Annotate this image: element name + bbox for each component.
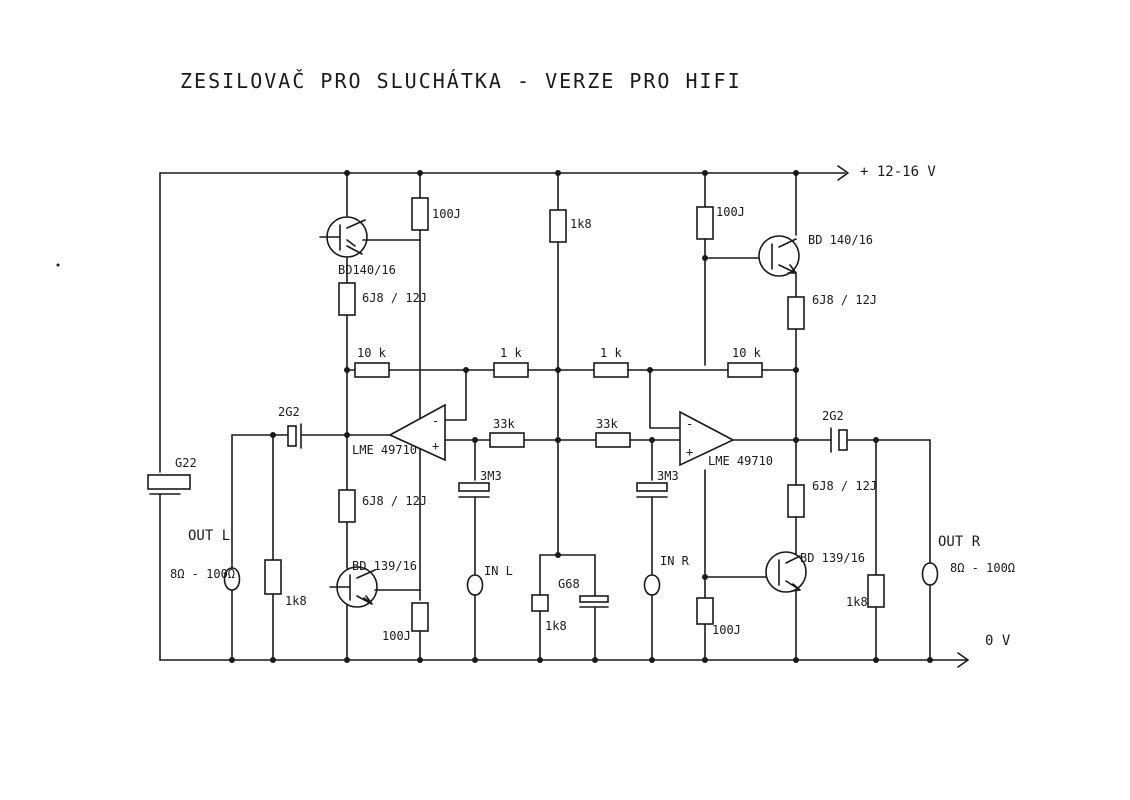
right-opamp-minus: - — [686, 417, 693, 431]
right-output-label: OUT R — [938, 534, 981, 550]
right-bias-capacitor — [636, 482, 668, 492]
supply-rail: + 12-16 V — [159, 164, 936, 181]
center-divider-label: 1k8 — [570, 217, 592, 231]
left-top-emitter-resistor — [338, 282, 356, 316]
left-feedback-resistor — [354, 362, 390, 378]
center-divider-resistor — [549, 209, 567, 243]
left-top-emitter-label: 6J8 / 12J — [362, 291, 427, 305]
right-bottom-transistor-label: BD 139/16 — [800, 551, 865, 565]
left-top-collector-label: 100J — [432, 207, 461, 221]
right-bottom-transistor — [765, 551, 807, 593]
right-top-transistor — [758, 235, 800, 277]
left-input-resistor — [493, 362, 529, 378]
center-capacitor — [579, 595, 609, 603]
left-bias-resistor — [489, 432, 525, 448]
left-bias-capacitor-label: 3M3 — [480, 469, 502, 483]
right-output-column: BD 140/16 6J8 / 12J 6J8 / 12J BD 139/16 — [758, 172, 877, 661]
right-output-resistor-label: 1k8 — [846, 595, 868, 609]
right-output-resistor — [867, 574, 885, 608]
left-bottom-emitter-label: 6J8 / 12J — [362, 494, 427, 508]
right-bias-label: 33k — [596, 417, 618, 431]
right-top-emitter-resistor — [787, 296, 805, 330]
right-input-resistor — [593, 362, 629, 378]
left-top-transistor-label: BD140/16 — [338, 263, 396, 277]
right-opamp: - + LME 49710 — [679, 410, 797, 468]
center-divider: 1k8 1k8 G68 — [531, 172, 609, 661]
left-output-resistor-label: 1k8 — [285, 594, 307, 608]
left-output-impedance: 8Ω - 100Ω — [170, 567, 235, 581]
right-bottom-emitter-resistor — [787, 484, 805, 518]
junctions — [229, 170, 933, 663]
right-feedback-label: 10 k — [732, 346, 762, 360]
left-output-resistor — [264, 559, 282, 595]
left-bias-label: 33k — [493, 417, 515, 431]
ground-rail: 0 V — [159, 633, 1011, 668]
left-feedback-label: 10 k — [357, 346, 387, 360]
left-collector-column: 100J 100J — [362, 172, 461, 661]
supply-capacitor: G22 — [147, 172, 197, 661]
right-opamp-plus: + — [686, 445, 693, 459]
right-bottom-collector-label: 100J — [712, 623, 741, 637]
left-output-label: OUT L — [188, 528, 230, 544]
left-bottom-emitter-resistor — [338, 489, 356, 523]
right-top-collector-resistor — [696, 206, 714, 240]
center-bottom-resistor — [531, 594, 549, 612]
right-top-transistor-label: BD 140/16 — [808, 233, 873, 247]
left-bottom-collector-label: 100J — [382, 629, 411, 643]
right-collector-column: 100J 100J — [696, 172, 771, 661]
left-opamp-plus: + — [432, 439, 439, 453]
right-bias-network: 33k 3M3 IN R — [595, 417, 690, 661]
left-top-collector-resistor — [411, 197, 429, 231]
left-output-column: BD140/16 6J8 / 12J 6J8 / 12J BD 139/16 — [319, 172, 427, 661]
right-bottom-emitter-label: 6J8 / 12J — [812, 479, 877, 493]
right-opamp-label: LME 49710 — [708, 454, 773, 468]
left-input-label: 1 k — [500, 346, 522, 360]
left-output-stage: 2G2 1k8 OUT L 8Ω - 100Ω — [170, 405, 348, 661]
right-input-jack-label: IN R — [660, 554, 690, 568]
left-opamp-label: LME 49710 — [352, 443, 417, 457]
left-input-jack-label: IN L — [484, 564, 513, 578]
stray-mark — [56, 263, 60, 267]
left-feedback-network: 10 k 1 k — [346, 346, 595, 421]
right-output-capacitor-label: 2G2 — [822, 409, 844, 423]
left-opamp-minus: - — [432, 414, 439, 428]
right-output-impedance: 8Ω - 100Ω — [950, 561, 1015, 575]
right-output-stage: 2G2 1k8 OUT R 8Ω - 100Ω — [795, 409, 1015, 661]
right-top-emitter-label: 6J8 / 12J — [812, 293, 877, 307]
ground-label: 0 V — [985, 633, 1011, 649]
left-output-capacitor-label: 2G2 — [278, 405, 300, 419]
right-bias-resistor — [595, 432, 631, 448]
left-bottom-collector-resistor — [411, 602, 429, 632]
supply-capacitor-label: G22 — [175, 456, 197, 470]
right-top-collector-label: 100J — [716, 205, 745, 219]
right-feedback-network: 1 k 10 k — [593, 346, 797, 429]
center-bottom-resistor-label: 1k8 — [545, 619, 567, 633]
right-bottom-collector-resistor — [696, 597, 714, 625]
right-input-label: 1 k — [600, 346, 622, 360]
right-feedback-resistor — [727, 362, 763, 378]
left-bottom-transistor-label: BD 139/16 — [352, 559, 417, 573]
left-bias-network: 33k 3M3 IN L — [458, 417, 597, 661]
left-bias-capacitor — [458, 482, 490, 492]
center-capacitor-label: G68 — [558, 577, 580, 591]
supply-voltage-label: + 12-16 V — [860, 164, 936, 180]
right-bias-capacitor-label: 3M3 — [657, 469, 679, 483]
left-opamp: - + LME 49710 — [346, 403, 491, 462]
schematic-title: ZESILOVAČ PRO SLUCHÁTKA - VERZE PRO HIFI — [180, 69, 742, 93]
